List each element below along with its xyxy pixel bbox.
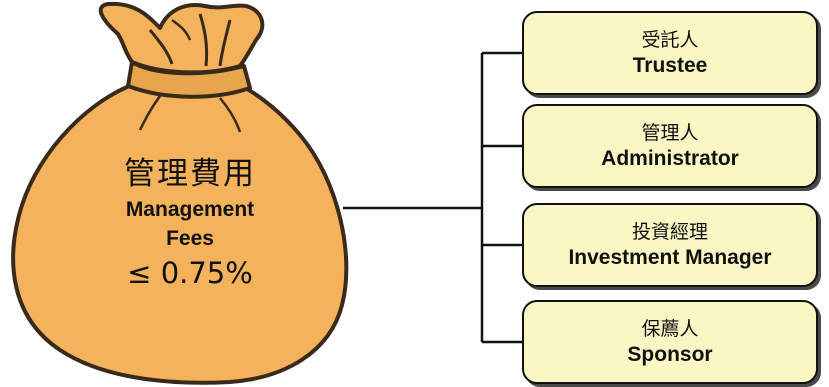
role-label-en: Investment Manager (568, 246, 772, 269)
role-box-trustee: 受託人 Trustee (522, 11, 818, 95)
role-box-administrator: 管理人 Administrator (522, 104, 818, 188)
role-label-en: Sponsor (627, 343, 713, 366)
bag-title-en-line1: Management (125, 198, 255, 221)
role-label-zh: 管理人 (641, 122, 699, 144)
fee-cap-value: ≤ 0.75% (127, 256, 253, 290)
money-bag-body (11, 80, 349, 385)
money-bag-icon (11, 1, 349, 385)
role-label-zh: 投資經理 (631, 221, 708, 243)
role-label-en: Trustee (632, 54, 708, 77)
bag-title-en-line2: Fees (166, 227, 214, 250)
role-label-zh: 受託人 (641, 29, 699, 51)
role-box-investment-manager: 投資經理 Investment Manager (522, 203, 818, 287)
connector-lines (343, 51, 522, 344)
role-box-sponsor: 保薦人 Sponsor (522, 300, 818, 384)
bag-title-zh: 管理費用 (124, 156, 256, 192)
money-bag-top (98, 1, 265, 75)
role-label-zh: 保薦人 (641, 318, 699, 340)
role-label-en: Administrator (601, 147, 739, 170)
